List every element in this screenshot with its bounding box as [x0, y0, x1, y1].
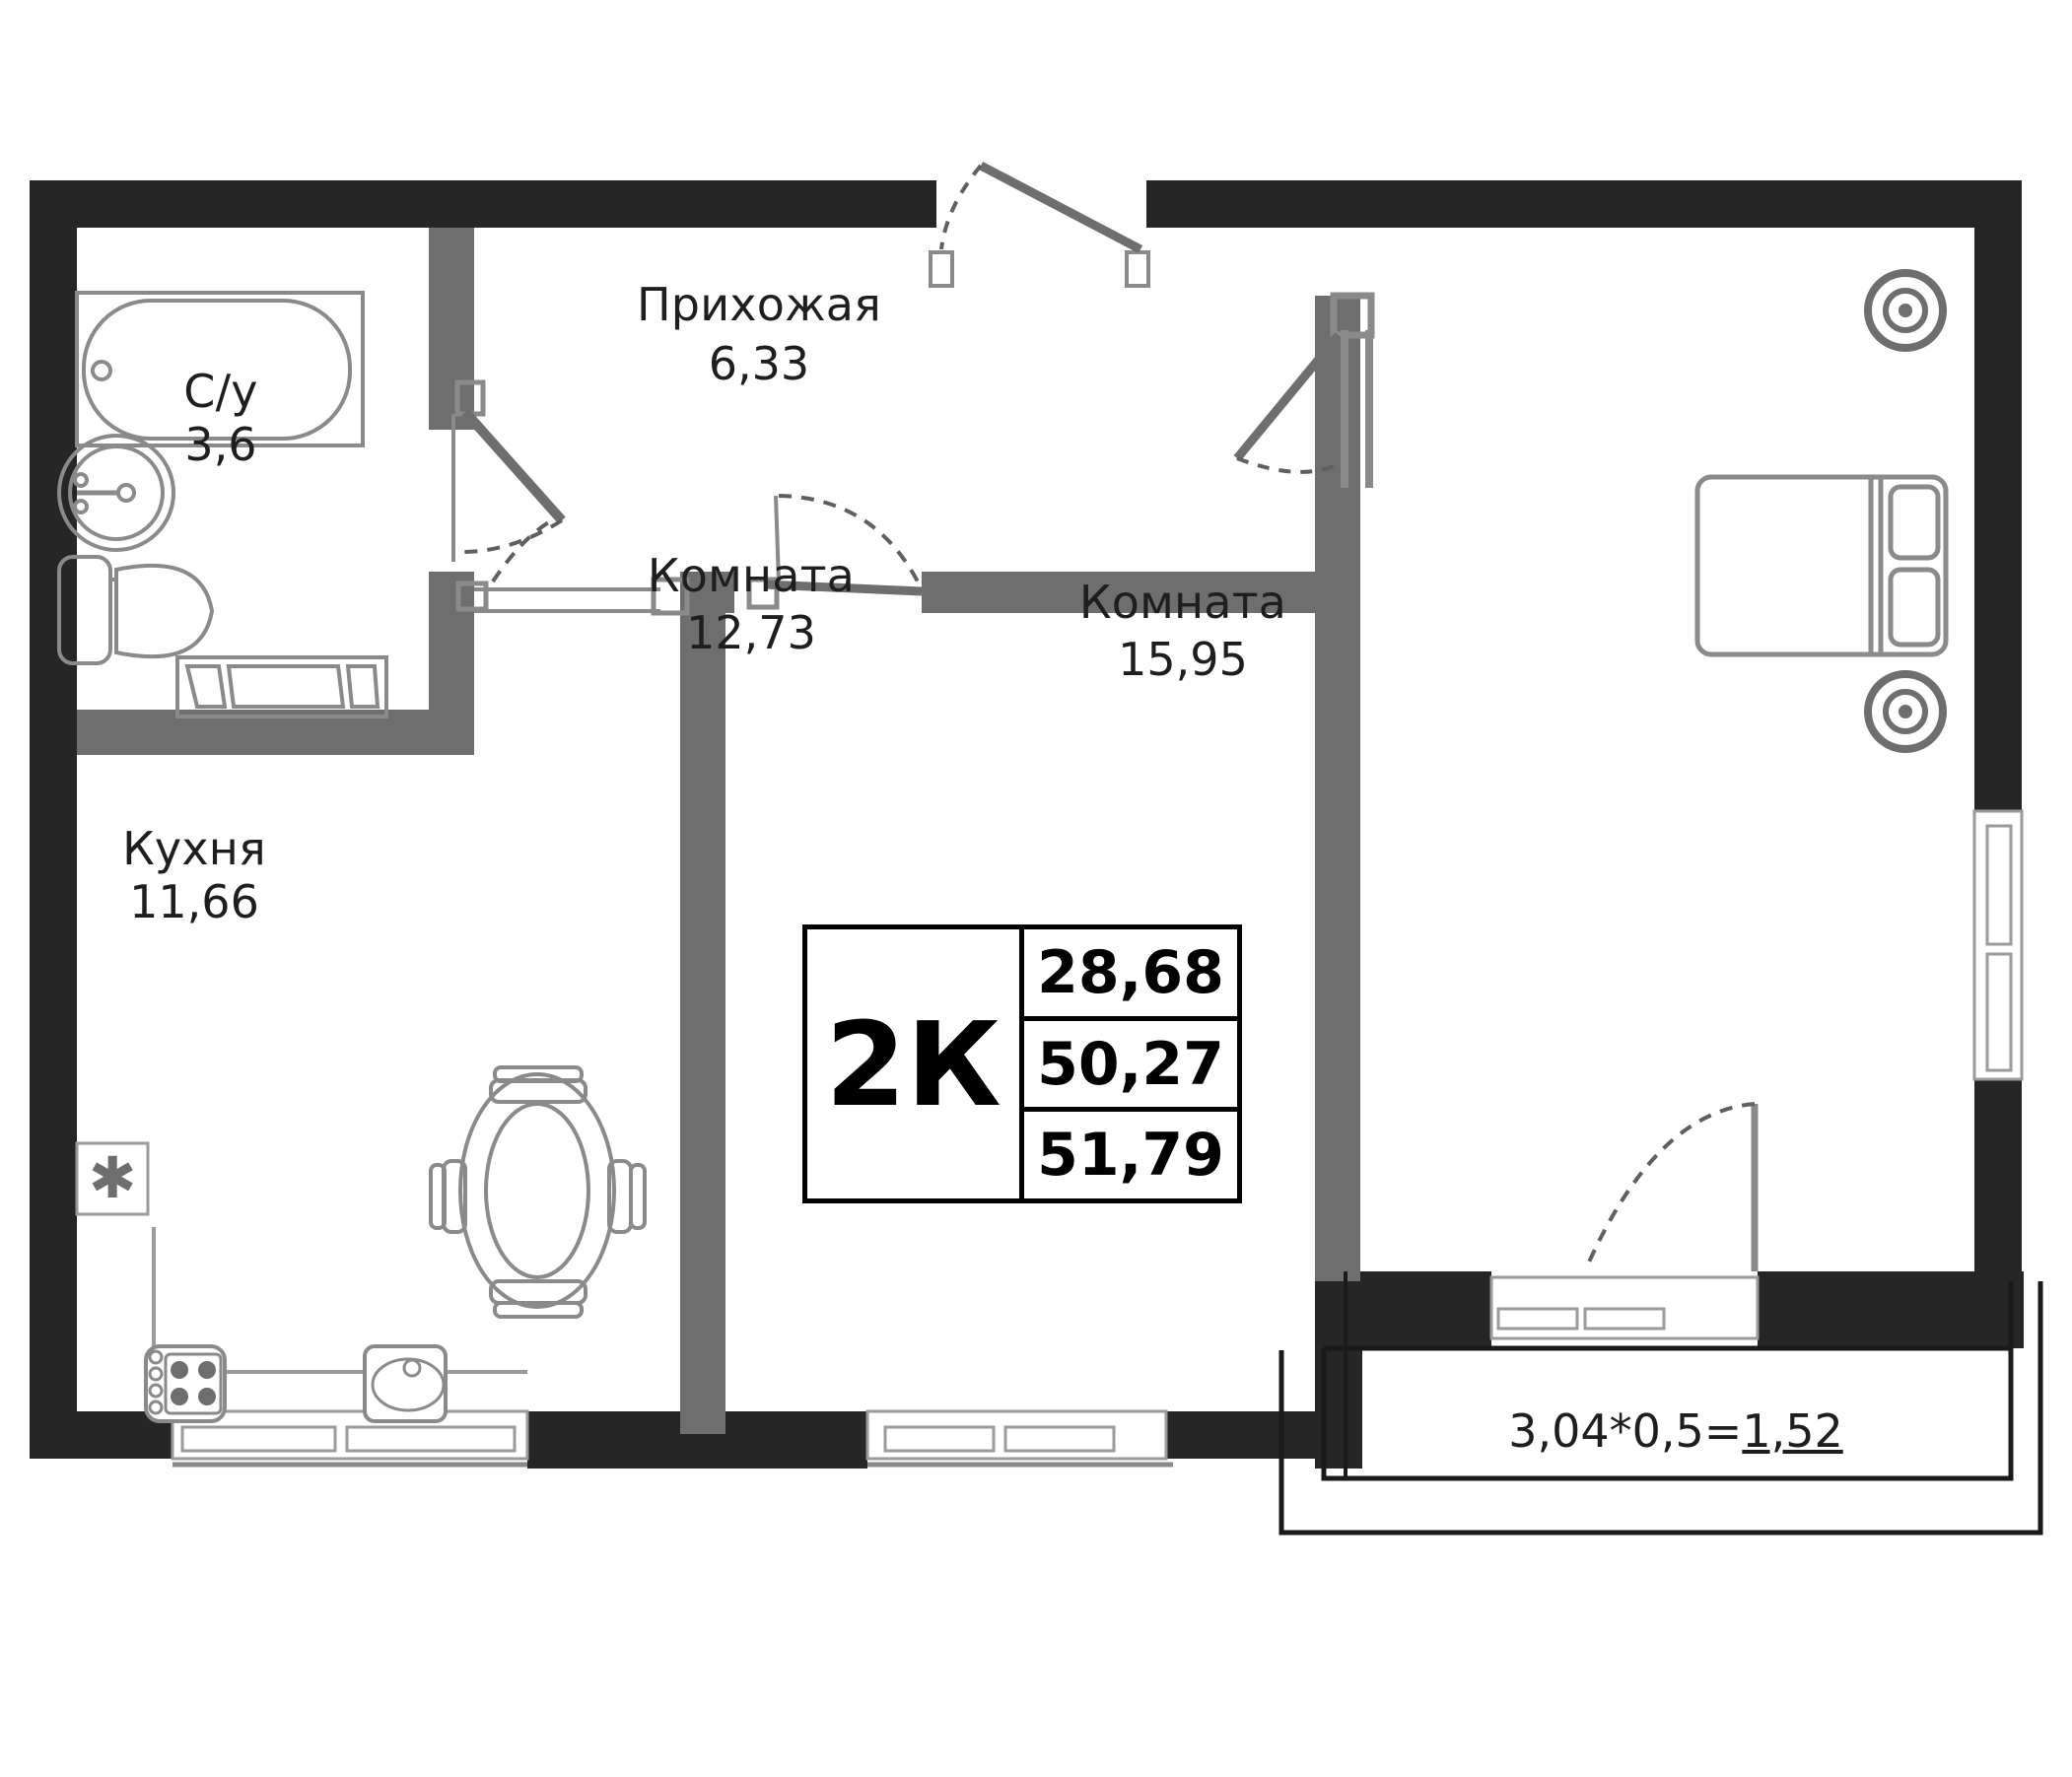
total-area-value: 50,27 [1024, 1015, 1237, 1108]
window-kitchen [171, 1409, 529, 1468]
window-room1 [865, 1409, 1173, 1468]
balcony-coefficient: 0,5 [1631, 1404, 1704, 1458]
entrance-door [929, 162, 1150, 288]
door-hall-to-room1 [746, 494, 924, 610]
ceiling-light-icon [1864, 269, 1947, 352]
balcony-result: 1,52 [1742, 1404, 1843, 1458]
living-area-value: 28,68 [1037, 937, 1224, 1007]
room-area-kitchen: 11,66 [129, 875, 259, 928]
washing-machine-icon [175, 655, 388, 718]
bed-icon [1694, 474, 1949, 657]
svg-text:✱: ✱ [89, 1144, 137, 1211]
window-room2-side [1972, 809, 2024, 1081]
bathtub-icon [75, 291, 365, 447]
ceiling-light-icon [1864, 670, 1947, 753]
apartment-type-cell: 2К [807, 929, 1024, 1198]
room-label-kitchen: Кухня [122, 822, 266, 875]
door-balcony [1585, 1102, 1759, 1271]
sink-icon [57, 434, 175, 552]
room-label-room1: Комната [647, 549, 856, 602]
apartment-type-label: 2К [825, 995, 1001, 1132]
door-hall-to-kitchen [455, 518, 690, 616]
balcony-length: 3,04 [1508, 1404, 1610, 1458]
kitchen-sink-icon [363, 1344, 448, 1423]
door-bathroom [451, 379, 566, 562]
stove-icon [144, 1344, 227, 1423]
apartment-summary-badge: 2К 28,68 50,27 51,79 [802, 924, 1242, 1203]
balcony-outline [1278, 1281, 2043, 1536]
dining-table-icon [429, 1065, 647, 1319]
room-label-hallway: Прихожая [637, 278, 881, 331]
room-label-room2: Комната [1078, 576, 1287, 629]
room-area-hallway: 6,33 [708, 337, 810, 390]
balcony-operator: * [1609, 1404, 1632, 1458]
room-area-room2: 15,95 [1118, 633, 1248, 686]
balcony-equals: = [1703, 1404, 1743, 1458]
window-balcony-top [1489, 1275, 1760, 1340]
toilet-icon [57, 555, 215, 665]
door-hall-to-room2 [1233, 292, 1375, 488]
room-label-bathroom: С/у [183, 365, 258, 418]
apartment-areas-cells: 28,68 50,27 51,79 [1024, 929, 1237, 1198]
total-area-with-balcony-value: 51,79 [1024, 1107, 1237, 1198]
room-area-bathroom: 3,6 [184, 418, 257, 471]
room-area-room1: 12,73 [686, 606, 816, 659]
vent-asterisk-icon: ✱ [75, 1141, 150, 1216]
interior-walls [77, 228, 1360, 1434]
balcony-area-formula: 3,04*0,5=1,52 [1360, 1404, 1991, 1458]
